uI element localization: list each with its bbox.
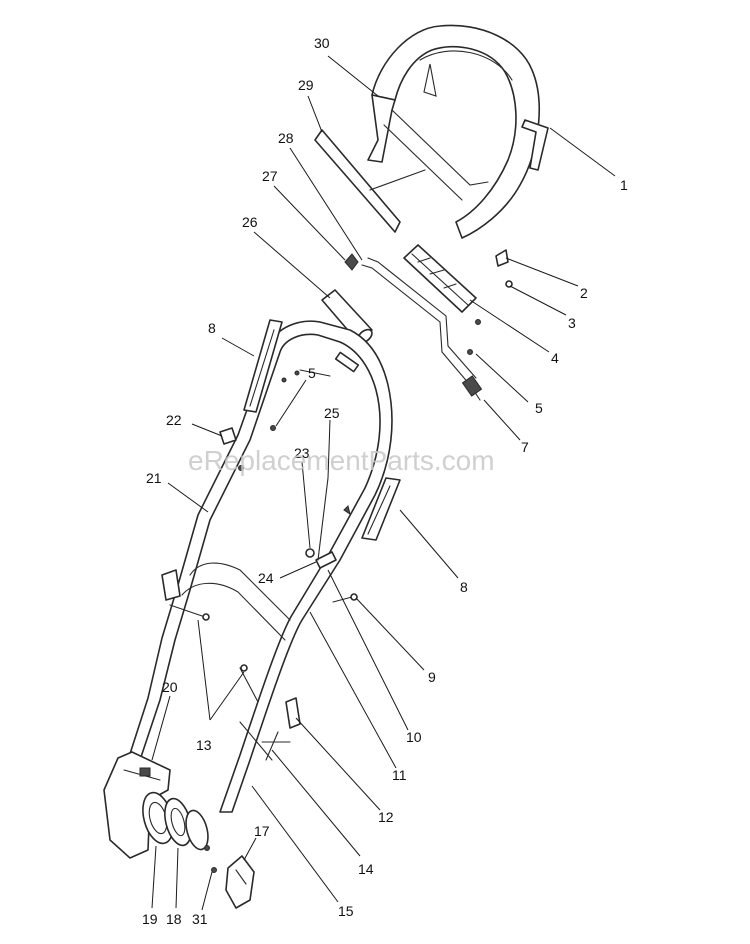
callout-8a: 8 <box>208 320 216 336</box>
callout-4: 4 <box>551 350 559 366</box>
callout-11: 11 <box>392 767 407 783</box>
callout-30: 30 <box>314 35 330 51</box>
callout-13: 13 <box>196 737 212 753</box>
callout-7: 7 <box>521 439 529 455</box>
callout-24: 24 <box>258 570 274 586</box>
callout-5a: 5 <box>308 365 316 381</box>
callout-26: 26 <box>242 214 258 230</box>
callout-labels: 30 29 28 27 26 1 2 3 4 5 7 8 5 22 21 25 … <box>142 35 628 927</box>
washer-31 <box>185 809 217 873</box>
panel-29 <box>314 129 426 233</box>
callout-14: 14 <box>358 861 374 877</box>
rod-14 <box>239 721 291 761</box>
callout-9: 9 <box>428 669 436 685</box>
callout-19: 19 <box>142 911 158 927</box>
leader-lines <box>151 55 616 911</box>
callout-10: 10 <box>406 729 422 745</box>
callout-8b: 8 <box>460 579 468 595</box>
callout-3: 3 <box>568 315 576 331</box>
grip-strip-8-lower <box>361 477 401 541</box>
small-parts-mid <box>219 370 351 569</box>
callout-25: 25 <box>324 405 340 421</box>
grip-strip-8-upper <box>243 319 283 413</box>
callout-31: 31 <box>192 911 208 927</box>
callout-20: 20 <box>162 679 178 695</box>
callout-22: 22 <box>166 412 182 428</box>
bracket-4 <box>403 244 477 313</box>
callout-5b: 5 <box>535 400 543 416</box>
callout-1: 1 <box>620 177 628 193</box>
callout-12: 12 <box>378 809 394 825</box>
callout-21: 21 <box>146 470 162 486</box>
callout-17: 17 <box>254 823 270 839</box>
callout-15: 15 <box>338 903 354 919</box>
upper-handle-30 <box>367 24 549 239</box>
callout-27: 27 <box>262 168 278 184</box>
clip-27 <box>344 253 359 271</box>
callout-23: 23 <box>294 445 310 461</box>
watermark: eReplacementParts.com <box>188 445 495 476</box>
handle-frame-21 <box>127 320 393 813</box>
callout-28: 28 <box>278 130 294 146</box>
callout-18: 18 <box>166 911 182 927</box>
cap-17 <box>225 855 255 909</box>
hardware-small <box>467 249 513 355</box>
callout-2: 2 <box>580 285 588 301</box>
bracket-12 <box>285 697 301 729</box>
control-bar-28 <box>361 257 483 401</box>
callout-29: 29 <box>298 77 314 93</box>
